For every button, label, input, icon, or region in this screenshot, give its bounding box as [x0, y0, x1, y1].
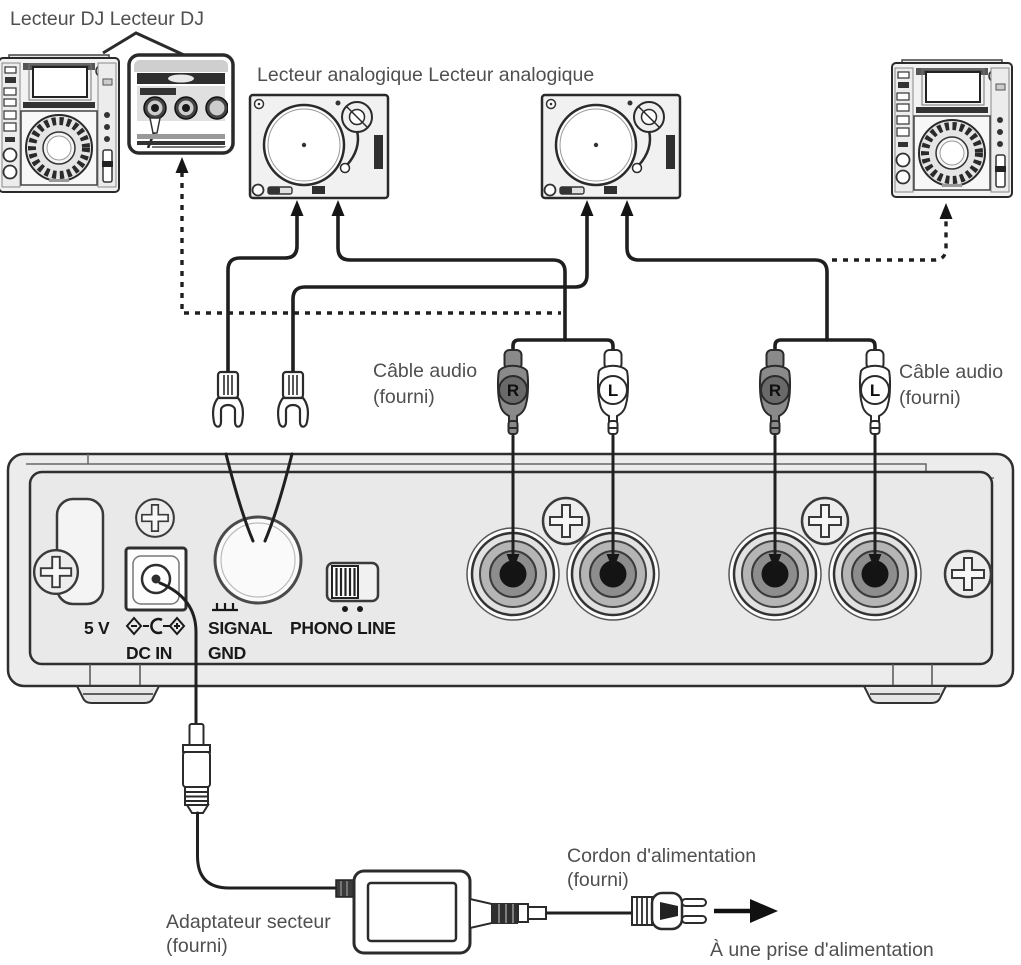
rca-pair-cable-right — [773, 338, 877, 354]
signal-gnd-terminal — [213, 515, 303, 605]
turntable-1 — [248, 93, 390, 200]
analog-player-label: Lecteur analogique Lecteur analogique — [257, 64, 594, 86]
rca-plug-left-1: L — [596, 349, 630, 435]
ac-adapter-label: Adaptateur secteur (fourni) — [166, 911, 331, 957]
audio-cable-label-right: Câble audio (fourni) — [899, 361, 1003, 409]
ground-symbol-icon — [212, 603, 238, 612]
dc-in-jack — [124, 546, 188, 612]
dj-player-left — [0, 55, 119, 192]
audio-cable-label-left: Câble audio (fourni) — [373, 360, 477, 408]
gnd-label: GND — [208, 643, 246, 663]
panel-screw-3 — [541, 496, 591, 546]
svg-text:L: L — [870, 381, 880, 400]
dc-cable-lower — [196, 811, 338, 890]
ac-adapter — [335, 869, 518, 955]
svg-text:Câble audio: Câble audio — [373, 360, 477, 382]
svg-text:Adaptateur secteur: Adaptateur secteur — [166, 911, 331, 933]
ground-lead-2 — [263, 452, 294, 543]
panel-screw-2 — [135, 498, 175, 538]
power-cord-label: Cordon d'alimentation (fourni) — [567, 845, 756, 891]
rca-plug-right-1: R — [496, 349, 530, 435]
dc-voltage-label: 5 V — [84, 618, 110, 638]
device-foot-left — [76, 685, 160, 704]
power-plug — [631, 891, 707, 931]
audio-wire-right — [620, 200, 829, 342]
dj-player-label: Lecteur DJ Lecteur DJ — [10, 8, 204, 30]
device-foot-right — [863, 685, 947, 704]
plug-to-jack-arrows — [506, 434, 882, 570]
svg-text:L: L — [608, 381, 618, 400]
svg-text:Câble audio: Câble audio — [899, 361, 1003, 383]
dc-plug — [182, 723, 211, 814]
dc-in-label: DC IN — [126, 643, 172, 663]
ground-wire-1 — [226, 200, 304, 374]
signal-label: SIGNAL — [208, 618, 273, 638]
panel-screw-5 — [943, 549, 993, 599]
svg-text:R: R — [769, 381, 781, 400]
rca-plug-right-2: R — [758, 349, 792, 435]
turntable-2 — [540, 93, 682, 200]
svg-text:Cordon d'alimentation: Cordon d'alimentation — [567, 845, 756, 867]
line-label: LINE — [357, 618, 396, 638]
svg-text:(fourni): (fourni) — [373, 386, 435, 408]
phono-label: PHONO — [290, 618, 353, 638]
dashed-wire-right — [832, 203, 953, 262]
dc-polarity-icon — [125, 616, 186, 636]
phono-line-switch — [325, 561, 380, 612]
ground-wire-2 — [291, 200, 594, 374]
dj-player-right — [892, 60, 1012, 197]
inset-rca-plug — [149, 117, 161, 134]
rear-panel: 5 V DC IN SIGNAL GND PHONO LINE — [6, 452, 1015, 688]
panel-screw-4 — [800, 496, 850, 546]
svg-text:(fourni): (fourni) — [166, 935, 228, 957]
dc-cable-upper — [158, 581, 198, 726]
outlet-label: À une prise d'alimentation — [710, 938, 934, 961]
svg-text:R: R — [507, 381, 519, 400]
rca-pair-cable-left — [511, 338, 615, 354]
audio-wire-left — [331, 200, 567, 342]
ground-fork-terminal-1 — [211, 370, 245, 428]
dashed-wire-left — [175, 157, 561, 315]
ground-lead-1 — [224, 452, 255, 543]
power-cord — [517, 903, 632, 923]
outlet-arrow — [714, 899, 778, 923]
callout-lines — [102, 31, 185, 57]
ground-fork-terminal-2 — [276, 370, 310, 428]
svg-text:(fourni): (fourni) — [899, 387, 961, 409]
rear-view-inset — [127, 53, 235, 155]
svg-text:(fourni): (fourni) — [567, 869, 629, 891]
panel-screw-1 — [32, 548, 80, 596]
inset-rca-jacks — [143, 96, 228, 120]
rca-plug-left-2: L — [858, 349, 892, 435]
